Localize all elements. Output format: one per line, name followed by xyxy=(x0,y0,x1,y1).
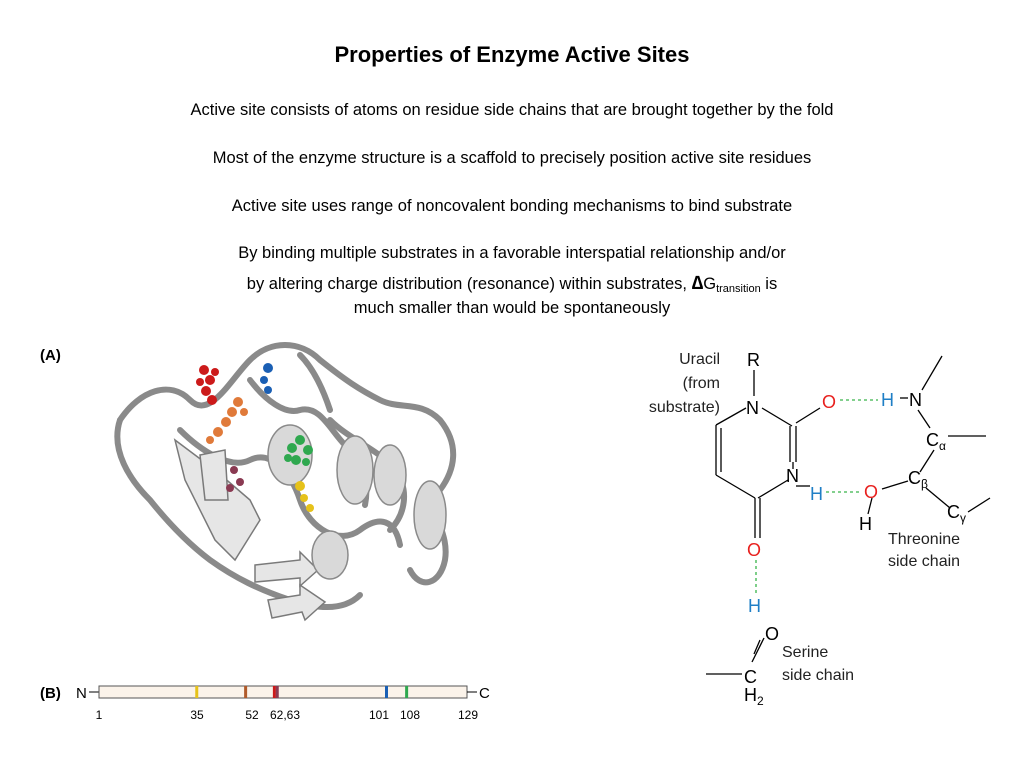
thr-c-alpha: Cα xyxy=(926,430,946,453)
bullet-4-line-2: by altering charge distribution (resonan… xyxy=(0,273,1024,295)
svg-text:side chain: side chain xyxy=(782,667,854,684)
slide-title: Properties of Enzyme Active Sites xyxy=(334,42,690,67)
beta-strands xyxy=(173,438,327,622)
residue-green xyxy=(284,435,313,466)
residue-red xyxy=(196,365,219,405)
residue-orange xyxy=(206,397,248,444)
protein-ribbon-figure: (A) xyxy=(40,342,457,622)
svg-text:Uracil: Uracil xyxy=(679,351,720,368)
ser-h2: H2 xyxy=(744,685,764,708)
thr-n: N xyxy=(909,390,922,410)
active-site-residues xyxy=(196,363,314,512)
bullet-4-is: is xyxy=(760,275,778,293)
threonine-label: Threonine side chain xyxy=(888,531,960,570)
ser-h: H xyxy=(748,596,761,616)
bullet-4-line-3: much smaller than would be spontaneously xyxy=(353,299,671,317)
thr-c-gamma: Cγ xyxy=(947,502,966,525)
thr-c-beta: Cβ xyxy=(908,468,928,491)
residue-mark-101 xyxy=(385,686,388,698)
thr-oh-h: H xyxy=(859,514,872,534)
bullet-3: Active site uses range of noncovalent bo… xyxy=(231,197,793,215)
sequence-bar-figure: (B) N C 1 35 52 62,63 101 108 129 xyxy=(40,685,490,722)
tick-108: 108 xyxy=(400,708,420,722)
residue-purple xyxy=(226,466,244,492)
sequence-ticks: 1 35 52 62,63 101 108 129 xyxy=(96,708,479,722)
uracil-bonds xyxy=(706,355,991,675)
svg-text:side chain: side chain xyxy=(888,553,960,570)
sequence-bar xyxy=(98,685,468,699)
bullet-4-line-1: By binding multiple substrates in a favo… xyxy=(238,244,786,262)
svg-text:Threonine: Threonine xyxy=(888,531,960,548)
sequence-marks xyxy=(195,686,409,698)
uracil-label: Uracil (from substrate) xyxy=(649,351,720,416)
residue-mark-35 xyxy=(195,686,199,698)
ser-c: C xyxy=(744,667,757,687)
thr-o: O xyxy=(864,482,878,502)
bullet-4-text: by altering charge distribution (resonan… xyxy=(246,275,692,293)
delta-symbol: ∆ xyxy=(691,273,704,294)
residue-mark-62 xyxy=(272,686,276,698)
uracil-h3: H xyxy=(810,484,823,504)
tick-62-63: 62,63 xyxy=(270,708,300,722)
hydrogen-bond-diagram: Uracil (from substrate) xyxy=(649,350,991,708)
bullet-2: Most of the enzyme structure is a scaffo… xyxy=(212,149,812,167)
hydrogen-bonds xyxy=(755,399,878,594)
panel-b-label: (B) xyxy=(40,685,61,702)
tick-129: 129 xyxy=(458,708,478,722)
tick-101: 101 xyxy=(369,708,389,722)
tick-1: 1 xyxy=(96,708,103,722)
bullet-1: Active site consists of atoms on residue… xyxy=(190,101,834,119)
thr-h: H xyxy=(881,390,894,410)
residue-blue xyxy=(260,363,273,394)
uracil-n3: N xyxy=(786,466,799,486)
residue-mark-52 xyxy=(244,686,248,698)
uracil-o4: O xyxy=(747,540,761,560)
svg-text:substrate): substrate) xyxy=(649,399,720,416)
svg-text:(from: (from xyxy=(683,375,720,392)
n-terminus-label: N xyxy=(76,685,87,702)
tick-52: 52 xyxy=(245,708,259,722)
strand-arrow-2 xyxy=(267,583,327,622)
residue-mark-63 xyxy=(275,686,279,698)
svg-text:Serine: Serine xyxy=(782,644,828,661)
serine-label: Serine side chain xyxy=(782,644,854,684)
tick-35: 35 xyxy=(190,708,204,722)
r-group-label: R xyxy=(747,350,760,370)
uracil-n1: N xyxy=(746,398,759,418)
panel-a-label: (A) xyxy=(40,347,61,364)
transition-subscript: transition xyxy=(716,283,761,295)
g-symbol: G xyxy=(703,275,717,293)
strand-arrow-1 xyxy=(254,550,320,588)
c-terminus-label: C xyxy=(479,685,490,702)
ser-o: O xyxy=(765,624,779,644)
residue-yellow xyxy=(295,481,314,512)
residue-mark-108 xyxy=(405,686,409,698)
uracil-o2: O xyxy=(822,392,836,412)
